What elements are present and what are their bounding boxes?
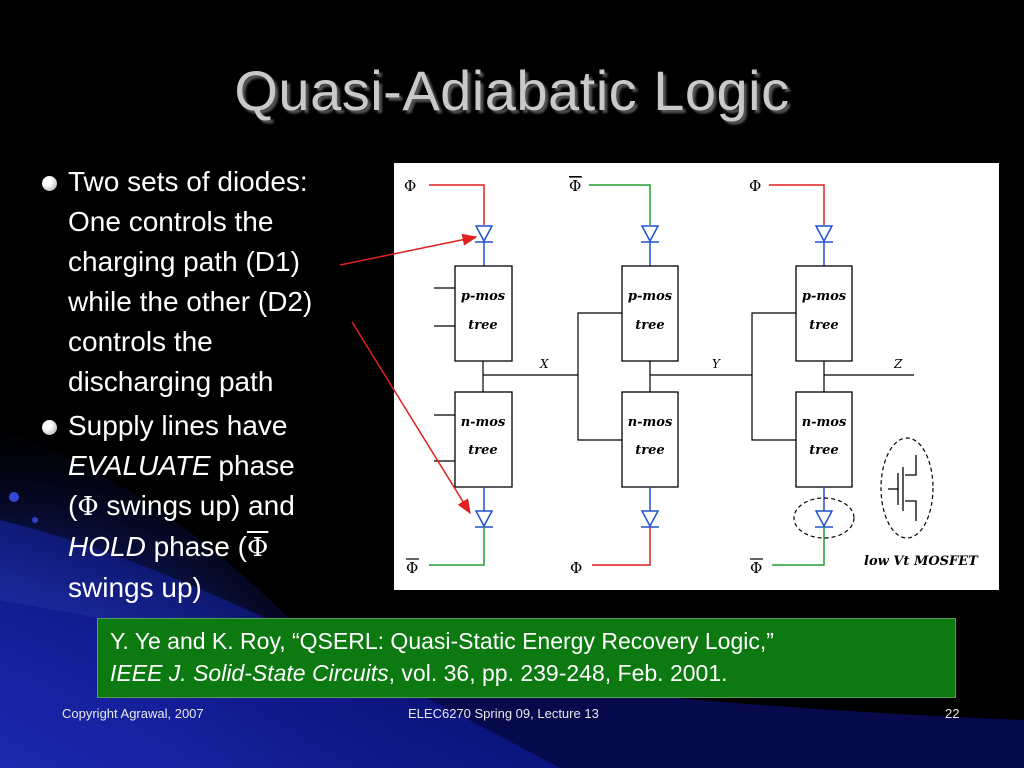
svg-text:p-mos: p-mos <box>461 289 506 304</box>
diode-d2-1 <box>474 487 494 528</box>
bullet-line: swings up) <box>68 572 202 603</box>
reference-details: , vol. 36, pp. 239-248, Feb. 2001. <box>388 660 728 686</box>
diode-d1-2 <box>640 225 660 266</box>
diode-d1-1 <box>474 225 494 266</box>
diode-d2-2 <box>640 487 660 528</box>
svg-text:tree: tree <box>809 318 838 333</box>
diode-d2-3 <box>814 487 834 528</box>
supply-wire-top-2 <box>589 184 651 225</box>
node-z-label: Z <box>893 357 903 371</box>
svg-text:tree: tree <box>468 318 497 333</box>
low-vt-mosfet-label: low Vt MOSFET <box>864 554 979 569</box>
bullet-line: Supply lines have <box>68 410 288 441</box>
phi-symbol: Φ <box>77 492 99 522</box>
bullet-line: EVALUATE phase <box>68 446 382 486</box>
qserl-circuit-diagram: Φ Φ Φ p-mos tree p-m <box>394 163 999 590</box>
supply-wire-bottom-3 <box>772 527 825 566</box>
phi-label-bottom-2: Φ <box>570 559 582 577</box>
phi-label-top-1: Φ <box>404 177 416 195</box>
swings-up-and: swings up) and <box>98 490 295 521</box>
reference-line-2: IEEE J. Solid-State Circuits, vol. 36, p… <box>110 657 943 689</box>
node-x-label: X <box>539 357 549 371</box>
bullet-line: charging path (D1) <box>68 246 300 277</box>
nmos-tree-2: n-mos tree <box>621 391 679 488</box>
footer-page-number: 22 <box>945 706 960 721</box>
bullet-line: while the other (D2) <box>68 286 313 317</box>
phase-paren: phase ( <box>145 531 247 562</box>
supply-wire-bottom-2 <box>592 527 651 566</box>
nmos-tree-3: n-mos tree <box>795 391 853 488</box>
svg-text:n-mos: n-mos <box>628 415 673 430</box>
svg-text:p-mos: p-mos <box>802 289 847 304</box>
bullet-supply-lines: Supply lines have EVALUATE phase (Φ swin… <box>42 406 382 608</box>
pmos-tree-1: p-mos tree <box>454 265 513 362</box>
bullet-line: One controls the <box>68 206 274 237</box>
supply-wire-top-1 <box>429 184 485 225</box>
svg-text:n-mos: n-mos <box>802 415 847 430</box>
output-wires <box>482 312 914 441</box>
phi-bar-label-bottom-1: Φ <box>406 559 418 577</box>
journal-name: IEEE J. Solid-State Circuits <box>110 660 389 686</box>
bullet-line: (Φ swings up) and <box>68 486 382 527</box>
phase-word: phase <box>210 450 295 481</box>
bullet-line: Two sets of diodes: <box>68 166 308 197</box>
phi-bar-label-bottom-3: Φ <box>750 559 762 577</box>
hold-word: HOLD <box>68 531 146 562</box>
phi-bar-symbol: Φ <box>246 533 269 563</box>
pmos-tree-2: p-mos tree <box>621 265 679 362</box>
bullet-dot-icon <box>42 420 57 435</box>
bullet-line: controls the <box>68 326 213 357</box>
bullet-list: Two sets of diodes: One controls the cha… <box>42 162 382 612</box>
nmos-tree-1: n-mos tree <box>454 391 513 488</box>
phi-bar-label-top-2: Φ <box>569 177 581 195</box>
svg-text:tree: tree <box>635 318 664 333</box>
footer-course: ELEC6270 Spring 09, Lecture 13 <box>408 706 599 721</box>
svg-text:p-mos: p-mos <box>628 289 673 304</box>
circuit-svg: Φ Φ Φ p-mos tree p-m <box>404 176 979 577</box>
diode-d1-3 <box>814 225 834 266</box>
pmos-tree-3: p-mos tree <box>795 265 853 362</box>
low-vt-mosfet-symbol <box>888 455 917 521</box>
supply-wire-bottom-1 <box>429 527 485 566</box>
mosfet-highlight-ellipse <box>880 437 934 539</box>
bullet-line: HOLD phase (Φ <box>68 527 382 568</box>
bullet-dot-icon <box>42 176 57 191</box>
reference-box: Y. Ye and K. Roy, “QSERL: Quasi-Static E… <box>97 618 956 698</box>
footer-copyright: Copyright Agrawal, 2007 <box>62 706 204 721</box>
svg-text:n-mos: n-mos <box>461 415 506 430</box>
bullet-diodes: Two sets of diodes: One controls the cha… <box>42 162 382 402</box>
slide-title: Quasi-Adiabatic Logic <box>234 59 790 122</box>
paren: ( <box>68 490 78 521</box>
diode-highlight-ellipse <box>793 497 855 539</box>
svg-text:tree: tree <box>468 443 497 458</box>
bullet-line: discharging path <box>68 366 274 397</box>
node-y-label: Y <box>712 357 721 371</box>
stage1-inputs <box>434 287 455 462</box>
supply-wire-top-3 <box>769 184 825 225</box>
phi-label-top-3: Φ <box>749 177 761 195</box>
svg-text:tree: tree <box>635 443 664 458</box>
svg-text:tree: tree <box>809 443 838 458</box>
evaluate-word: EVALUATE <box>68 450 211 481</box>
reference-line-1: Y. Ye and K. Roy, “QSERL: Quasi-Static E… <box>110 628 774 654</box>
